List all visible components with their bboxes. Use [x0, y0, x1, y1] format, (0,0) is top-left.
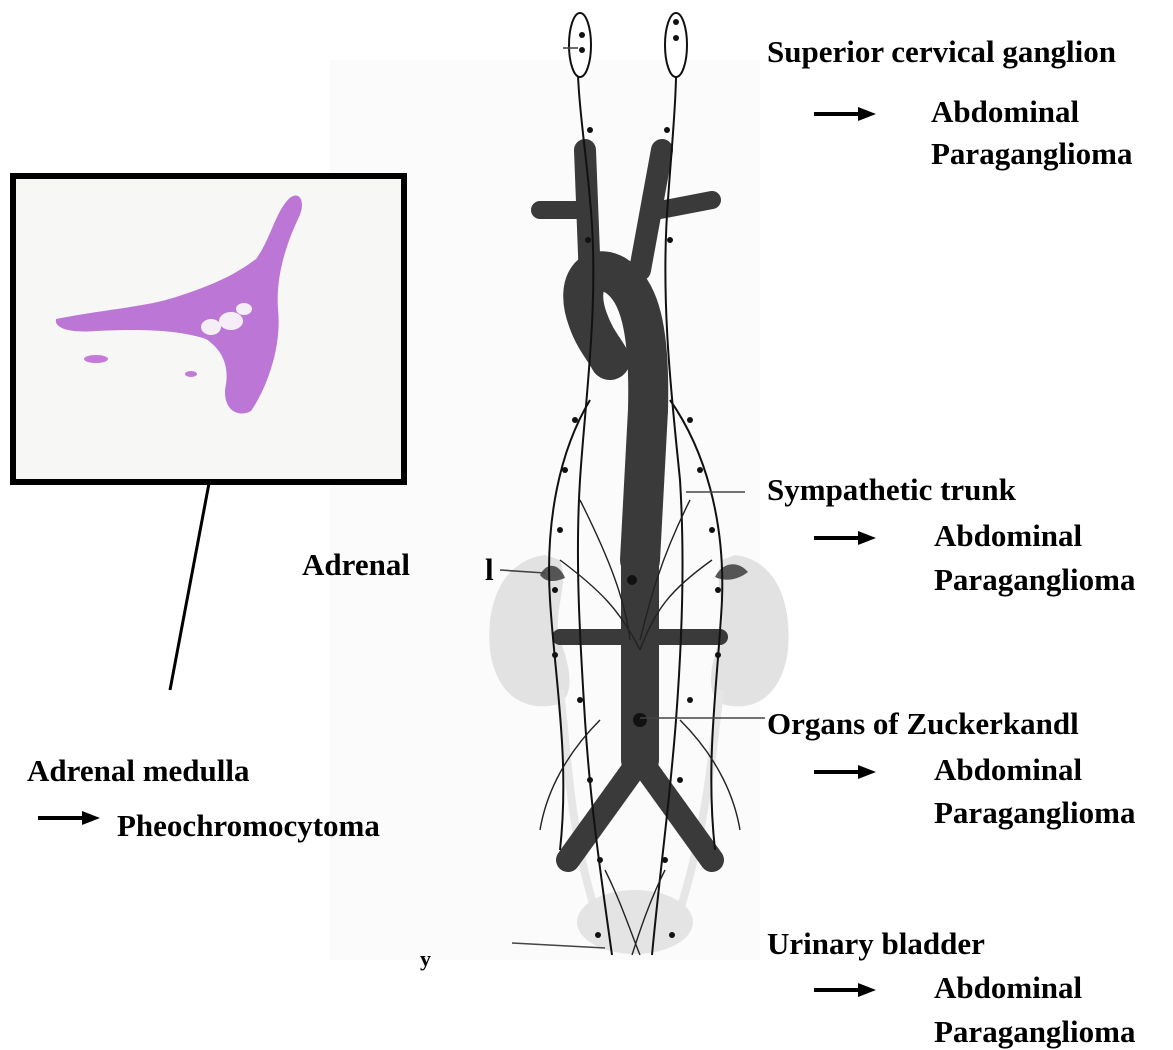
histology-section-image [16, 179, 401, 479]
outcome-paraganglioma-3: Paraganglioma [934, 797, 1136, 828]
left-superior-cervical-ganglion [569, 13, 591, 77]
label-pheochromocytoma: Pheochromocytoma [117, 810, 380, 841]
label-sympathetic-trunk: Sympathetic trunk [767, 474, 1016, 505]
outcome-abdominal-1: Abdominal [931, 96, 1079, 127]
label-organs-of-zuckerkandl: Organs of Zuckerkandl [767, 708, 1079, 739]
outcome-abdominal-2: Abdominal [934, 520, 1082, 551]
label-adrenal-medulla: Adrenal medulla [27, 755, 249, 786]
outcome-abdominal-4: Abdominal [934, 972, 1082, 1003]
adrenal-tissue-stain [56, 196, 302, 414]
outcome-paraganglioma-4: Paraganglioma [934, 1016, 1136, 1047]
label-superior-cervical-ganglion: Superior cervical ganglion [767, 36, 1116, 67]
outcome-abdominal-3: Abdominal [934, 754, 1082, 785]
label-adrenal-fragment: l [485, 554, 494, 585]
arrow-icon [814, 980, 876, 1000]
arrow-icon [814, 104, 876, 124]
arrow-icon [814, 762, 876, 782]
arrow-icon [38, 808, 100, 828]
label-urinary-bladder: Urinary bladder [767, 928, 985, 959]
stray-mark: y [420, 948, 431, 970]
outcome-paraganglioma-1: Paraganglioma [931, 138, 1133, 169]
label-adrenal: Adrenal [302, 549, 410, 580]
outcome-paraganglioma-2: Paraganglioma [934, 564, 1136, 595]
arrow-icon [814, 528, 876, 548]
adrenal-histology-panel [10, 173, 407, 485]
